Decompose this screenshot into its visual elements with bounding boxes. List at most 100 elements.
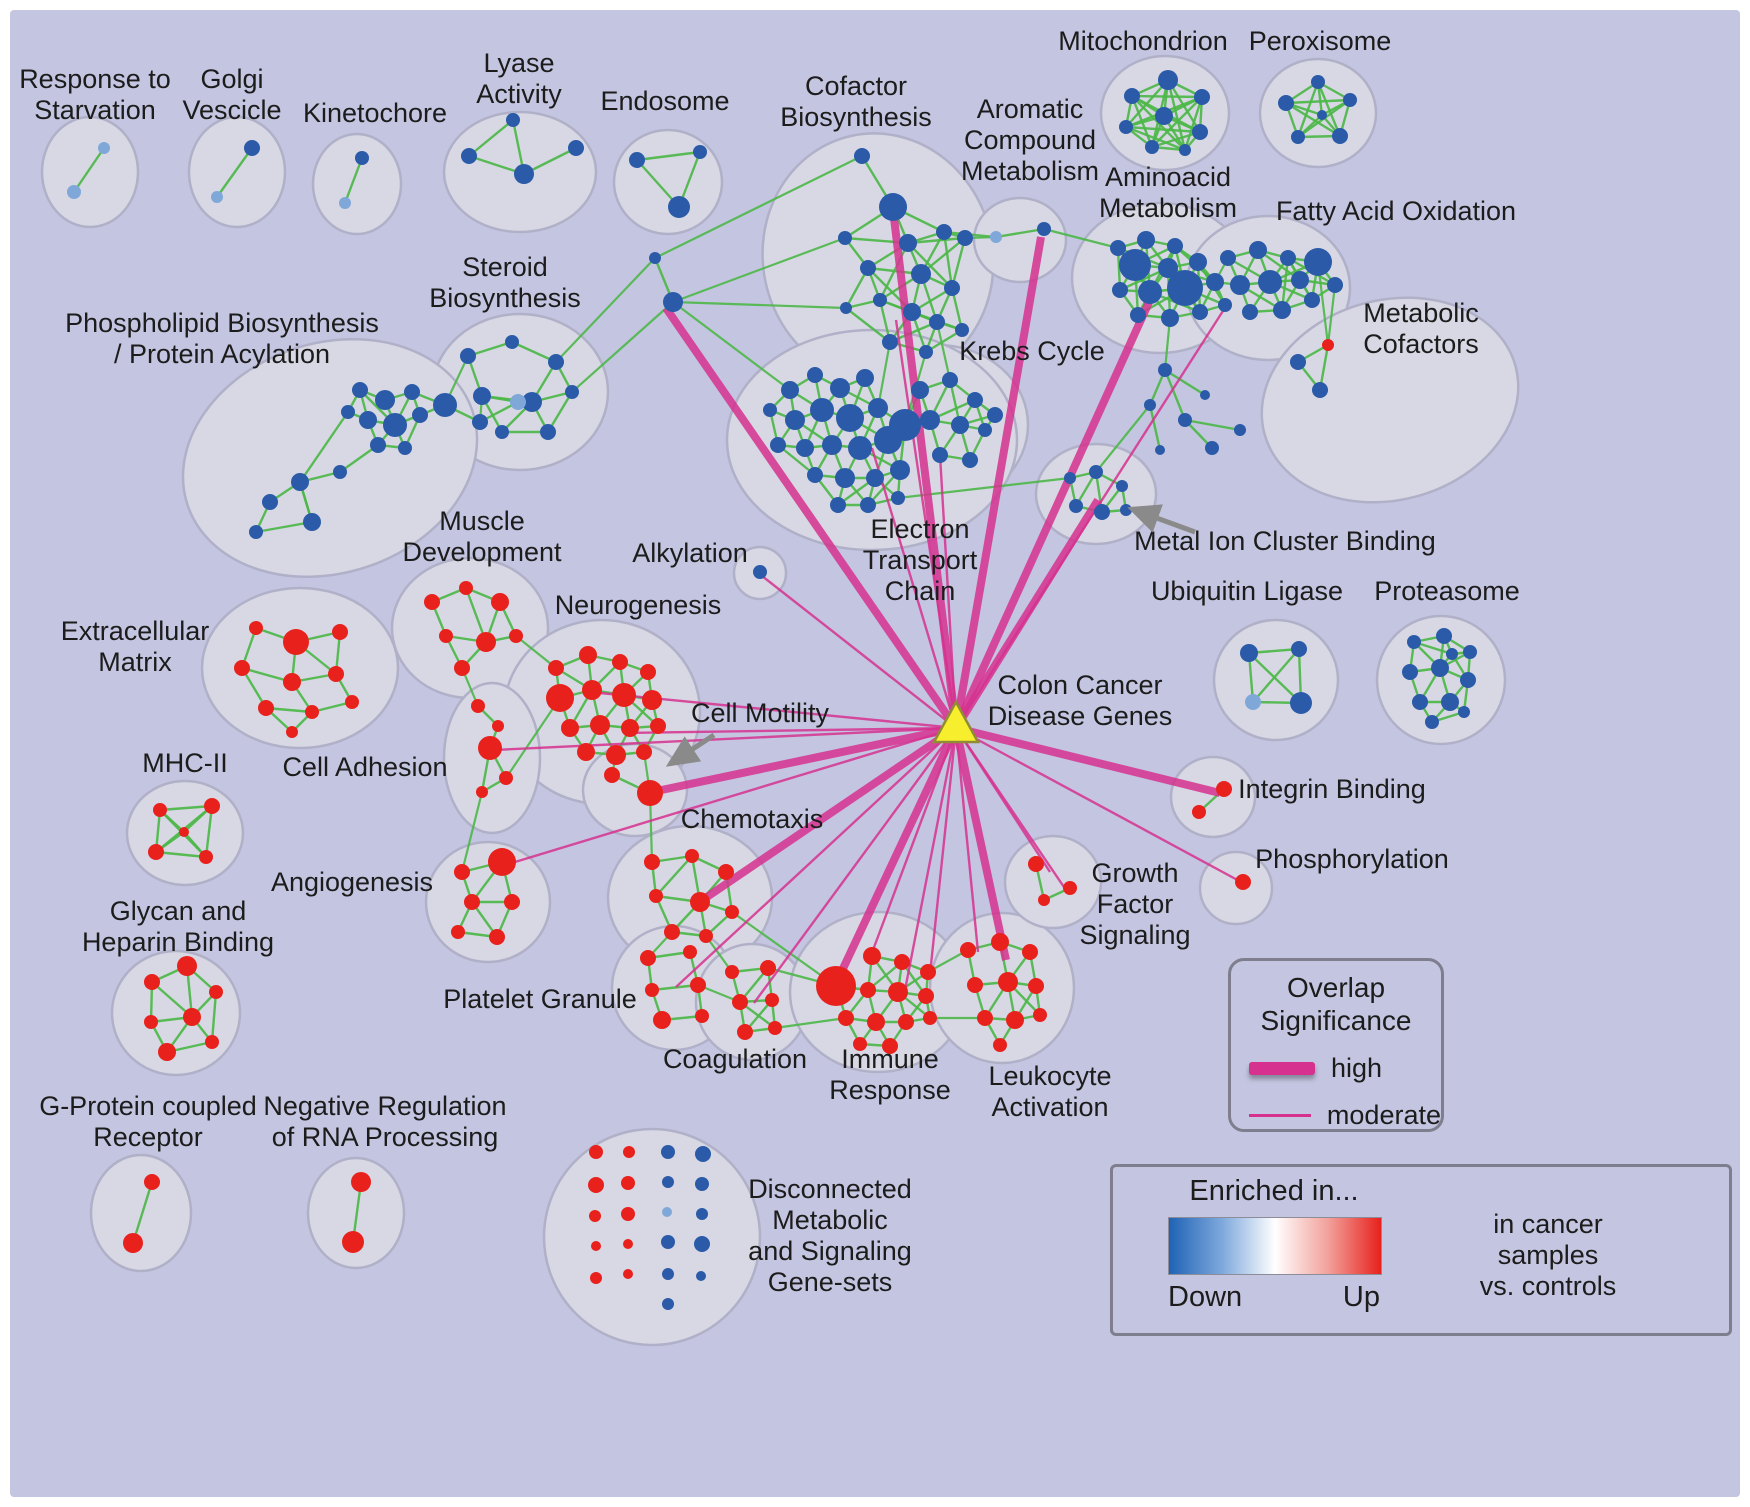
- gene-set-node-neg-regulation-rna: [351, 1172, 371, 1192]
- gene-set-node-fatty-acid-oxidation: [1273, 301, 1291, 319]
- cluster-metal-ion: [1034, 442, 1158, 546]
- gene-set-node-steroid-biosynthesis: [505, 335, 519, 349]
- overlap-link-moderate: [938, 454, 958, 729]
- gene-set-node-aminoacid-metabolism: [1158, 258, 1178, 278]
- overlap-link-moderate: [955, 727, 1067, 891]
- gene-set-node-neurogenesis: [606, 745, 626, 765]
- gene-set-node-immune-response: [853, 1037, 867, 1051]
- gene-set-node-mitochondrion: [1179, 144, 1191, 156]
- cluster-label-neurogenesis: Neurogenesis: [555, 590, 722, 620]
- overlap-link-high: [889, 209, 960, 729]
- gene-set-edge: [995, 227, 1045, 239]
- gene-set-node-disconnected-gene-sets: [695, 1146, 711, 1162]
- gene-set-node-aminoacid-metabolism: [1138, 280, 1162, 304]
- gene-set-node-glycan-heparin: [183, 1008, 201, 1026]
- gene-set-node-extracellular-matrix: [283, 673, 301, 691]
- gene-set-node-cofactor-biosynthesis: [955, 323, 969, 337]
- gene-set-node-platelet-granule: [690, 977, 706, 993]
- gene-set-node-krebs-cycle: [911, 381, 929, 399]
- enriched-note-line3: vs. controls: [1479, 1271, 1617, 1301]
- gene-set-node-extracellular-matrix: [249, 621, 263, 635]
- overlap-link-high: [698, 724, 959, 905]
- gene-set-edge: [1326, 284, 1337, 346]
- gene-set-node-disconnected-gene-sets: [662, 1268, 674, 1280]
- layer-hub: [931, 699, 981, 744]
- cluster-label-peroxisome: Peroxisome: [1249, 26, 1392, 56]
- overlap-link-moderate: [928, 727, 958, 975]
- gene-set-edge: [950, 237, 967, 289]
- pointer-arrow: [1127, 504, 1196, 535]
- gene-set-node-glycan-heparin: [158, 1043, 176, 1061]
- gene-set-node-glycan-heparin: [144, 974, 160, 990]
- enriched-up-label: Up: [1342, 1281, 1380, 1313]
- gene-set-node-angiogenesis: [454, 864, 470, 880]
- gene-set-node-leukocyte-activation: [960, 942, 976, 958]
- gene-set-node-neurogenesis: [642, 690, 662, 710]
- gene-set-node-disconnected-gene-sets: [696, 1208, 708, 1220]
- gene-set-node-electron-transport: [810, 398, 834, 422]
- gene-set-node-phospholipid: [375, 390, 395, 410]
- enriched-note-line1: in cancer: [1493, 1209, 1603, 1239]
- overlap-link-moderate: [504, 726, 957, 867]
- overlap-link-moderate: [868, 727, 958, 959]
- gene-set-node-muscle-development: [476, 632, 496, 652]
- gene-set-edge: [1285, 101, 1341, 138]
- gene-set-node-metabolic-tail: [1178, 413, 1192, 427]
- gene-set-node-steroid-biosynthesis: [565, 385, 579, 399]
- gene-set-node-lyase-activity: [568, 140, 584, 156]
- gene-set-node-disconnected-gene-sets: [621, 1176, 635, 1190]
- gene-set-node-angiogenesis: [488, 848, 516, 876]
- gene-set-node-fatty-acid-oxidation: [1304, 292, 1320, 308]
- gene-set-node-response-starvation: [98, 142, 110, 154]
- gene-set-node-neg-regulation-rna: [342, 1231, 364, 1253]
- cluster-g-protein-receptor: [89, 1153, 193, 1273]
- cluster-label-metal-ion: Metal Ion Cluster Binding: [1134, 526, 1436, 556]
- cluster-endosome: [612, 128, 724, 236]
- cluster-label-phospholipid: Phospholipid Biosynthesis/ Protein Acyla…: [65, 308, 379, 369]
- enriched-legend-title: Enriched in...: [1189, 1175, 1359, 1207]
- gene-set-edge: [210, 991, 218, 1043]
- gene-set-edge: [672, 301, 791, 391]
- gene-set-edge: [216, 147, 253, 198]
- overlap-link-high: [955, 724, 1221, 797]
- gene-set-node-aminoacid-metabolism: [1161, 309, 1179, 327]
- overlap-link-moderate: [761, 575, 957, 729]
- legend-item-moderate: moderate: [1249, 1100, 1441, 1131]
- overlap-link-moderate: [903, 727, 958, 991]
- gene-set-node-endosome: [693, 145, 707, 159]
- cluster-phospholipid: [181, 337, 479, 579]
- gene-set-node-alkylation: [753, 565, 767, 579]
- gene-set-node-chemotaxis: [699, 929, 713, 943]
- gene-set-node-cell-adhesion: [471, 699, 485, 713]
- gene-set-edge: [1183, 96, 1204, 151]
- cluster-response-starvation: [40, 115, 140, 229]
- gene-set-node-krebs-cycle: [987, 407, 1003, 423]
- gene-set-node-cell-adhesion: [478, 736, 502, 760]
- gene-set-node-platelet-granule: [695, 1009, 709, 1023]
- gene-set-edge: [1125, 79, 1169, 128]
- gene-set-node-g-protein-receptor: [123, 1233, 143, 1253]
- gene-set-node-mhc-ii: [148, 844, 164, 860]
- gene-set-node-chemotaxis: [685, 849, 699, 863]
- gene-set-node-krebs-cycle: [932, 447, 948, 463]
- gene-set-node-coagulation: [765, 993, 779, 1007]
- gene-set-node-immune-response: [860, 982, 876, 998]
- gene-set-edge: [731, 911, 837, 987]
- gene-set-node-electron-transport: [836, 404, 864, 432]
- enriched-note-line2: samples: [1497, 1240, 1599, 1270]
- gene-set-node-glycan-heparin: [205, 1035, 219, 1049]
- overlap-link-moderate: [954, 299, 1232, 729]
- gene-set-node-lyase-activity: [461, 148, 477, 164]
- gene-set-edge: [935, 321, 952, 381]
- layer-links: [493, 209, 1244, 1004]
- gene-set-node-leukocyte-activation: [1028, 978, 1044, 994]
- gene-set-node-phospholipid: [433, 393, 457, 417]
- gene-set-node-aminoacid-metabolism: [1167, 270, 1203, 306]
- gene-set-node-proteasome: [1407, 635, 1421, 649]
- cluster-label-endosome: Endosome: [600, 86, 729, 116]
- gene-set-node-cofactor-biosynthesis: [882, 334, 898, 350]
